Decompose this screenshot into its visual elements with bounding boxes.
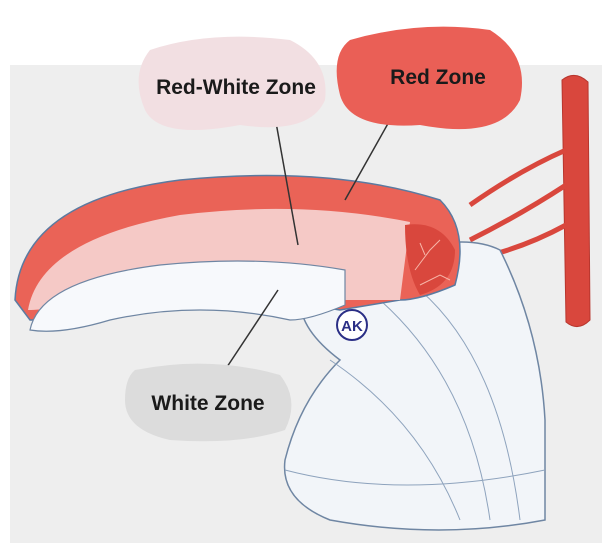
label-red-zone: Red Zone	[390, 66, 486, 89]
meniscus-contours	[284, 289, 546, 521]
bubble-red-white-zone	[138, 36, 326, 130]
blood-vessel	[561, 75, 591, 327]
bubble-red-zone	[336, 26, 522, 130]
label-red-white-zone: Red-White Zone	[156, 76, 316, 99]
white-zone	[29, 260, 346, 332]
bubble-white-zone	[125, 363, 292, 442]
ak-logo: AK	[336, 309, 368, 341]
logo-text: AK	[341, 318, 363, 335]
leader-red	[344, 119, 391, 201]
leader-white	[224, 289, 279, 371]
vascular-region	[405, 224, 455, 295]
capillaries	[414, 239, 451, 286]
label-white-zone: White Zone	[151, 392, 264, 415]
